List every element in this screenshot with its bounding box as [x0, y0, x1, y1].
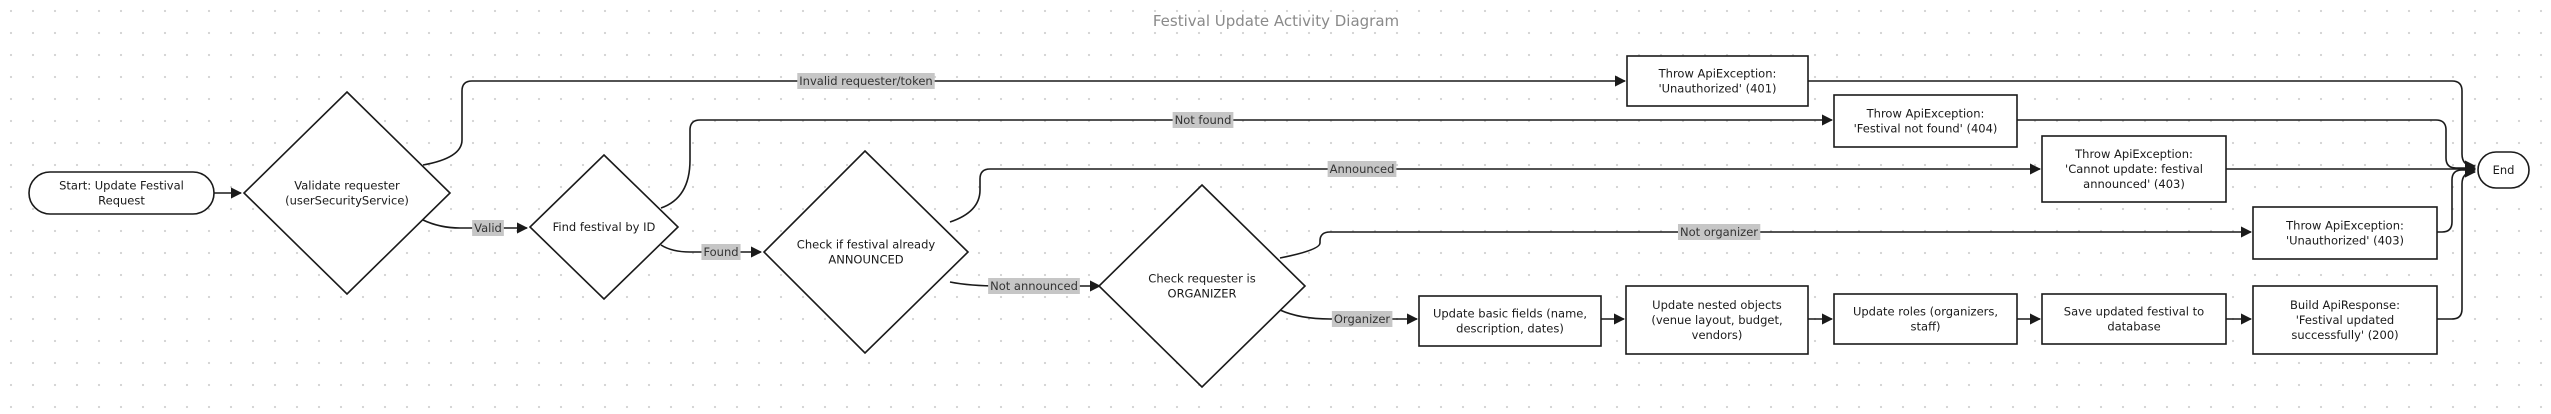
svg-text:Invalid requester/token: Invalid requester/token — [799, 74, 932, 88]
find-decision-shape — [528, 153, 680, 301]
node-text-line: 'Festival not found' (404) — [1854, 122, 1998, 136]
edge-label-organizer: Organizer — [1331, 311, 1393, 327]
build-response-box — [2252, 285, 2438, 355]
node-text-line: 'Cannot update: festival — [2065, 162, 2203, 176]
edge-announced — [949, 163, 2042, 223]
update-nested-box — [1625, 285, 1809, 355]
end-node-shape — [2477, 151, 2530, 189]
svg-text:Not organizer: Not organizer — [1680, 225, 1758, 239]
save-box — [2041, 293, 2227, 345]
node-text-line: ANNOUNCED — [828, 253, 903, 267]
diagram-title: Festival Update Activity Diagram — [1153, 12, 1399, 30]
edge-label-valid: Valid — [472, 220, 504, 236]
validate-requester-decision: Validate requester(userSecurityService) — [285, 179, 409, 208]
node-text-line: Update basic fields (name, — [1433, 307, 1587, 321]
node-text-line: (userSecurityService) — [285, 194, 409, 208]
check-organizer-decision-shape — [1097, 183, 1307, 389]
node-text-line: description, dates) — [1456, 322, 1564, 336]
edge-throw404-end — [2017, 119, 2477, 174]
edge-invalid-requester — [422, 75, 1627, 166]
node-text-line: Throw ApiException: — [2285, 219, 2404, 233]
node-text-line: staff) — [1911, 320, 1941, 334]
node-text-line: Throw ApiException: — [1866, 107, 1985, 121]
edge-organizer — [1279, 309, 1419, 325]
node-text-line: Start: Update Festival — [59, 179, 184, 193]
edge-label-announced: Announced — [1327, 161, 1397, 177]
svg-text:Not found: Not found — [1175, 113, 1232, 127]
end-node: End — [2493, 163, 2515, 177]
node-text-line: 'Unauthorized' (401) — [1658, 82, 1776, 96]
node-text-line: Throw ApiException: — [1658, 67, 1777, 81]
svg-text:Organizer: Organizer — [1334, 312, 1391, 326]
update-basic-box — [1418, 295, 1602, 347]
node-text-line: Update roles (organizers, — [1853, 305, 1998, 319]
svg-text:Announced: Announced — [1330, 162, 1395, 176]
edge-build-end — [2437, 166, 2477, 320]
node-text-line: Build ApiResponse: — [2290, 298, 2400, 312]
node-text-line: Update nested objects — [1652, 298, 1782, 312]
node-text-line: ORGANIZER — [1168, 287, 1237, 301]
find-festival-decision: Find festival by ID — [553, 220, 656, 234]
node-text-line: Check requester is — [1148, 272, 1255, 286]
edge-labels: Invalid requester/token Valid Not found … — [472, 73, 1761, 327]
throw-404-box — [1833, 94, 2018, 148]
node-text-line: Request — [98, 194, 145, 208]
update-basic-node: Update basic fields (name,description, d… — [1433, 307, 1587, 336]
edges — [214, 75, 2477, 325]
svg-text:Not announced: Not announced — [990, 279, 1078, 293]
node-text-line: Find festival by ID — [553, 220, 656, 234]
edge-not-organizer — [1279, 226, 2253, 259]
svg-text:Found: Found — [703, 245, 738, 259]
check-announced-decision-shape — [762, 149, 970, 355]
node-text-line: (venue layout, budget, — [1651, 313, 1782, 327]
validate-decision-shape — [242, 90, 452, 296]
update-nested-node: Update nested objects(venue layout, budg… — [1651, 298, 1782, 342]
throw-announced-node: Throw ApiException:'Cannot update: festi… — [2065, 147, 2203, 191]
node-text-line: Save updated festival to — [2064, 305, 2204, 319]
node-text-line: database — [2107, 320, 2160, 334]
update-roles-node: Update roles (organizers,staff) — [1853, 305, 1998, 334]
node-text-line: vendors) — [1692, 328, 1743, 342]
edge-valid — [422, 219, 529, 234]
node-text-line: announced' (403) — [2083, 177, 2185, 191]
node-text-line: 'Festival updated — [2296, 313, 2394, 327]
update-roles-box — [1833, 293, 2018, 345]
edge-label-found: Found — [701, 244, 741, 260]
node-text-line: Validate requester — [294, 179, 400, 193]
throw-401-node: Throw ApiException:'Unauthorized' (401) — [1658, 67, 1777, 96]
svg-text:Valid: Valid — [474, 221, 502, 235]
edge-not-found — [660, 114, 1834, 209]
node-text-line: 'Unauthorized' (403) — [2286, 234, 2404, 248]
throw-403-node: Throw ApiException:'Unauthorized' (403) — [2285, 219, 2404, 248]
edge-found — [660, 244, 763, 258]
throw-404-node: Throw ApiException:'Festival not found' … — [1854, 107, 1998, 136]
start-node-shape — [28, 171, 215, 215]
throw-403-box — [2252, 206, 2438, 260]
node-text-line: successfully' (200) — [2291, 328, 2398, 342]
edge-label-invalid: Invalid requester/token — [797, 73, 935, 89]
edge-throw403-end — [2437, 164, 2477, 233]
edge-label-not-found: Not found — [1172, 112, 1234, 128]
throw-401-box — [1626, 55, 1809, 107]
node-text-line: End — [2493, 163, 2515, 177]
node-text-line: Check if festival already — [797, 238, 936, 252]
throw-announced-box — [2041, 135, 2227, 203]
node-text-line: Throw ApiException: — [2074, 147, 2193, 161]
edge-label-not-announced: Not announced — [988, 278, 1080, 294]
edge-label-not-organizer: Not organizer — [1677, 224, 1761, 240]
